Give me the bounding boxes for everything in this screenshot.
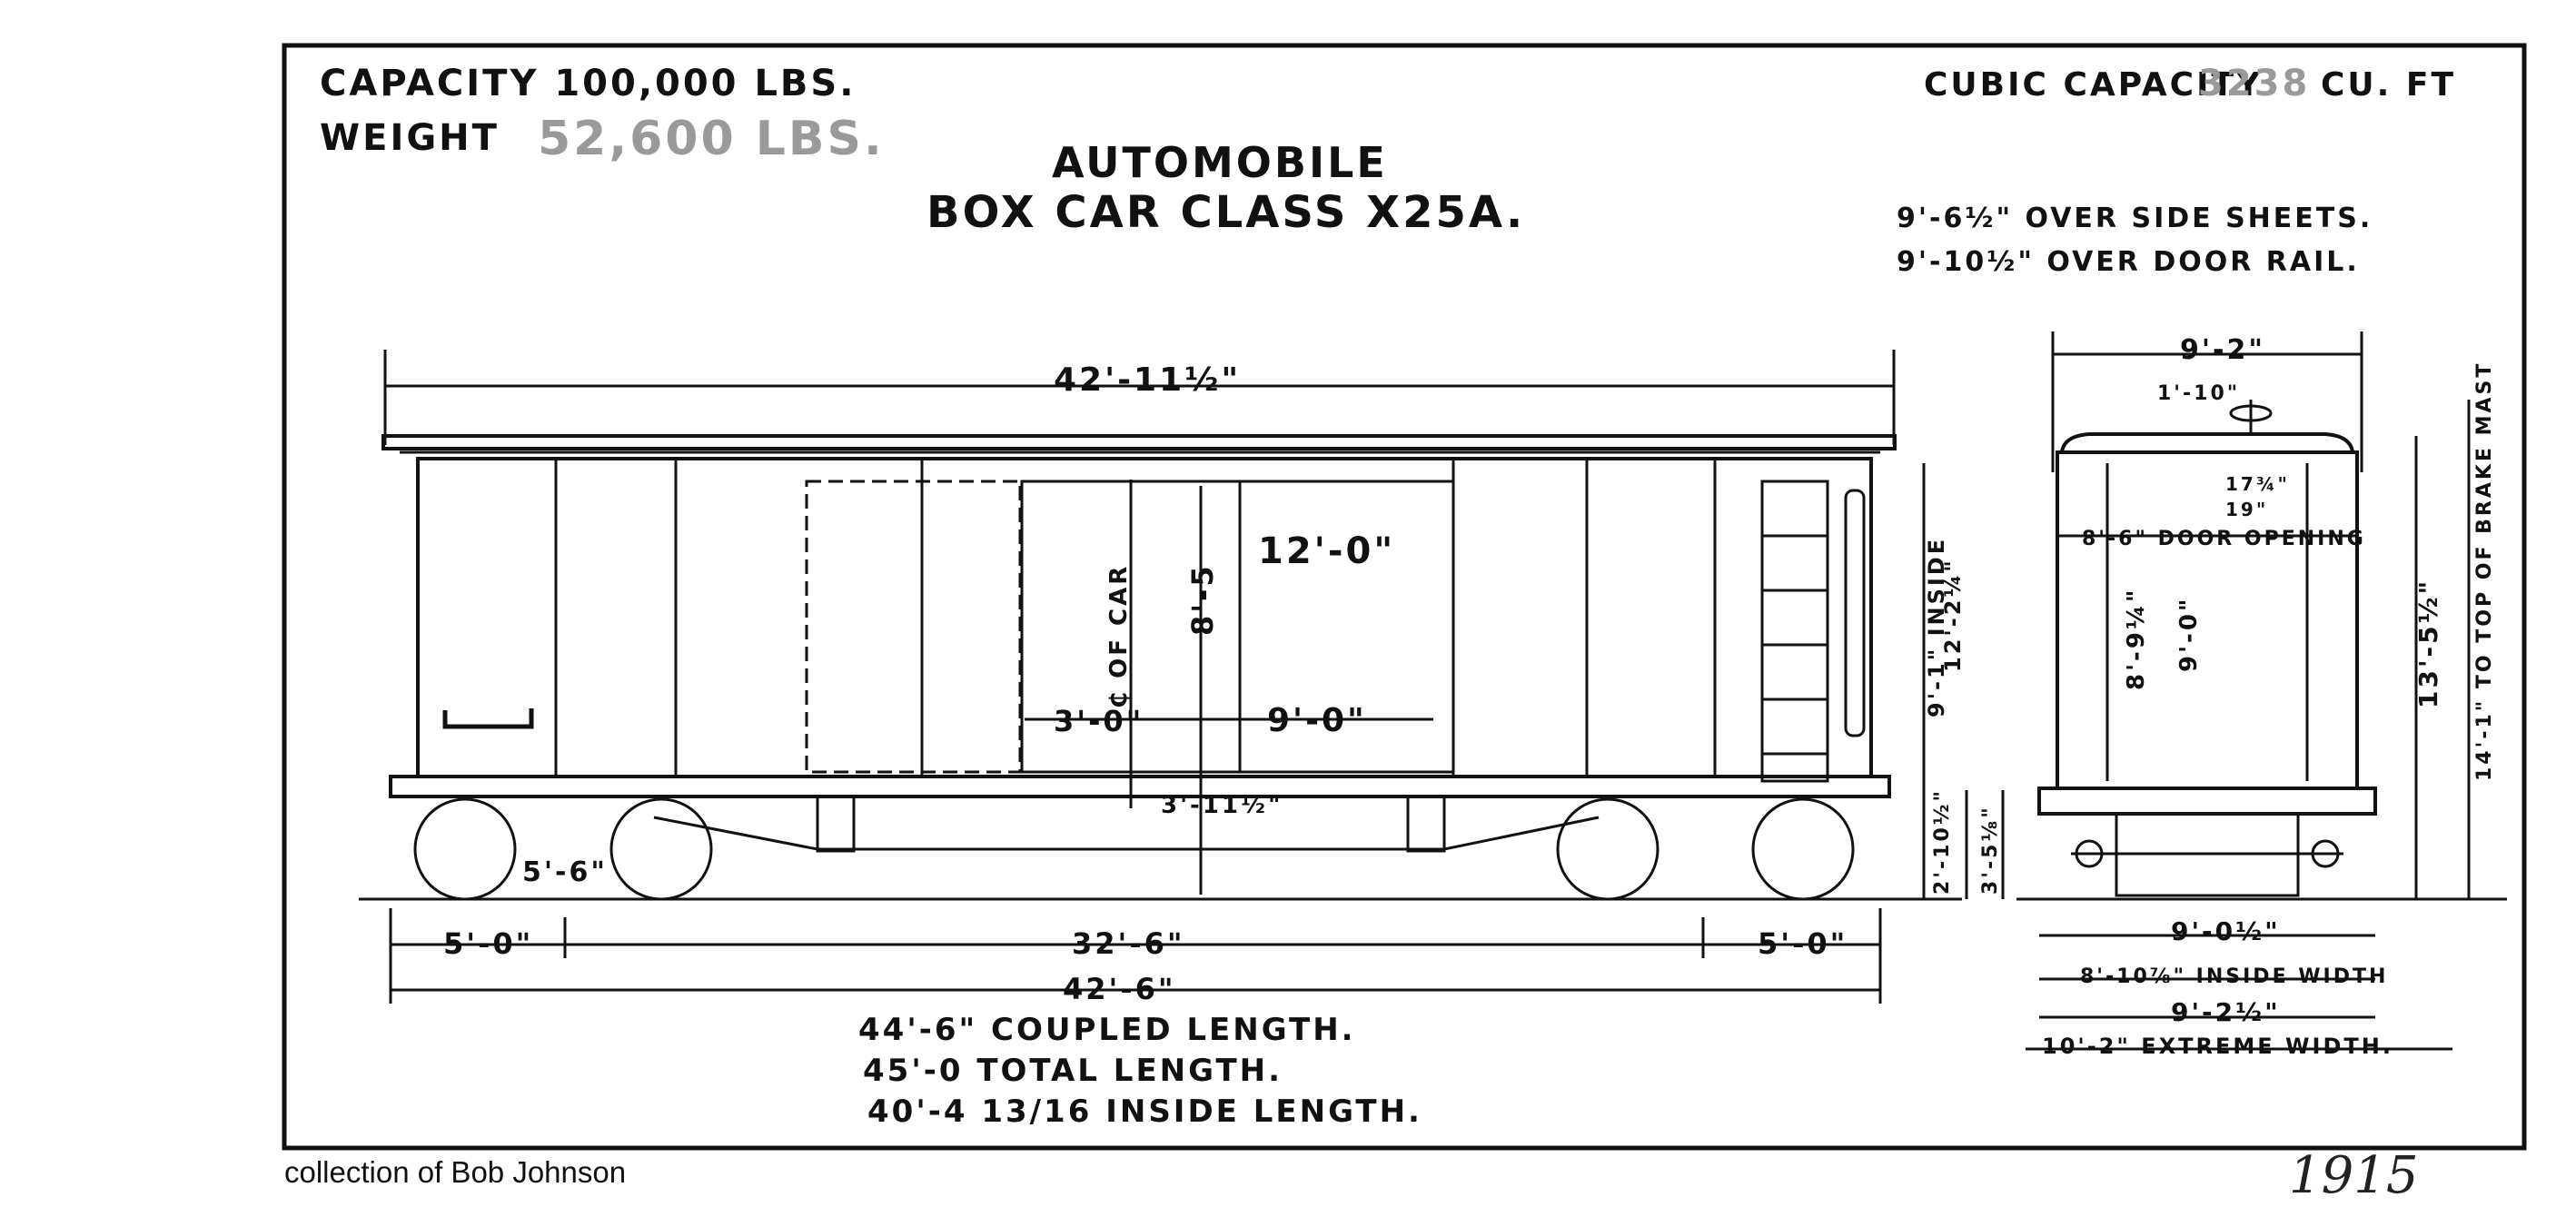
- overall-bottom-label: 42'-6": [1063, 972, 1176, 1006]
- door-handle: [442, 708, 534, 729]
- inside-width-label: 8'-10⅞" INSIDE WIDTH: [2080, 965, 2388, 988]
- truck-centers-label: 32'-6": [1072, 926, 1185, 961]
- capacity-text: CAPACITY 100,000 LBS.: [320, 63, 856, 104]
- title-line2: BOX CAR CLASS X25A.: [926, 187, 1525, 238]
- floor-height-label: 3'-11½": [1161, 792, 1283, 819]
- brake-wheel: [2229, 404, 2273, 422]
- width-9-2-label: 9'-2½": [2171, 997, 2281, 1027]
- wheel-4: [1751, 797, 1855, 901]
- coupled-length-text: 44'-6" COUPLED LENGTH.: [858, 1012, 1356, 1048]
- end-axle-left: [2075, 839, 2104, 868]
- side-door: [1020, 480, 1455, 774]
- cubic-capacity-label: CUBIC CAPACITY: [1924, 66, 2263, 104]
- title-line1: AUTOMOBILE: [1052, 138, 1388, 187]
- wheel-1: [413, 797, 517, 901]
- height-9-label: 9'-0": [2175, 597, 2203, 672]
- height-13-label: 13'-5½": [2413, 579, 2443, 708]
- end-body: [2056, 450, 2359, 790]
- side-elevation: [359, 350, 2005, 1004]
- side-sheets-text: 9'-6½" OVER SIDE SHEETS.: [1897, 203, 2373, 234]
- inside-length-text: 40'-4 13/16 INSIDE LENGTH.: [867, 1093, 1422, 1130]
- total-length-text: 45'-0 TOTAL LENGTH.: [863, 1053, 1283, 1089]
- extreme-width-label: 10'-2" EXTREME WIDTH.: [2042, 1034, 2393, 1059]
- roof: [381, 434, 1897, 450]
- bottom-9-label: 9'-0½": [2171, 916, 2281, 946]
- dim-17-label: 17¾": [2225, 473, 2290, 495]
- weight-value: 52,600 LBS.: [538, 112, 885, 166]
- height-2-label: 2'-10½": [1931, 788, 1954, 895]
- underframe-sill: [389, 775, 1891, 798]
- end-left-label: 5'-0": [443, 926, 533, 961]
- height-12-label: 12'-2¼": [1940, 558, 1966, 672]
- truck-wheelbase-label: 5'-6": [522, 856, 608, 888]
- wheel-2: [609, 797, 713, 901]
- door-offset-label: 3'-0": [1054, 704, 1144, 738]
- door-rail-text: 9'-10½" OVER DOOR RAIL.: [1897, 246, 2360, 278]
- end-right-label: 5'-0": [1758, 926, 1848, 961]
- end-door-outline: [805, 480, 1022, 774]
- door-post-label: 9'-0": [1267, 702, 1367, 739]
- cubic-capacity-value: 3238: [2198, 63, 2310, 104]
- wheel-3: [1556, 797, 1660, 901]
- collection-credit: collection of Bob Johnson: [284, 1155, 627, 1189]
- door-height-label: 8'-5: [1185, 563, 1220, 636]
- overall-top-label: 42'-11½": [1054, 361, 1241, 399]
- dim-19-label: 19": [2225, 499, 2268, 520]
- roof-walk-label: 1'-10": [2157, 382, 2240, 405]
- grab-iron: [1844, 489, 1866, 737]
- end-axle-right: [2311, 839, 2340, 868]
- year-mark: 1915: [2289, 1146, 2419, 1205]
- door-width-label: 12'-0": [1258, 530, 1395, 572]
- end-roof: [2059, 432, 2355, 454]
- height-8-label: 8'-9¼": [2123, 588, 2150, 690]
- weight-label: WEIGHT: [320, 117, 500, 159]
- car-body: [416, 457, 1873, 778]
- height-3-label: 3'-5⅛": [1979, 805, 2002, 895]
- ladder: [1760, 480, 1829, 783]
- end-elevation: [2016, 331, 2507, 1051]
- inside-height-label: 9'-1" INSIDE: [1924, 537, 1949, 717]
- door-opening-label: 8'-6" DOOR OPENING: [2082, 528, 2366, 550]
- drawing-border: [282, 43, 2527, 1151]
- brake-mast-label: 14'-1" TO TOP OF BRAKE MAST: [2473, 361, 2496, 781]
- center-of-car-label: ₵ OF CAR: [1105, 564, 1133, 708]
- end-top-width-label: 9'-2": [2180, 334, 2265, 366]
- cubic-capacity-unit: CU. FT: [2321, 66, 2456, 104]
